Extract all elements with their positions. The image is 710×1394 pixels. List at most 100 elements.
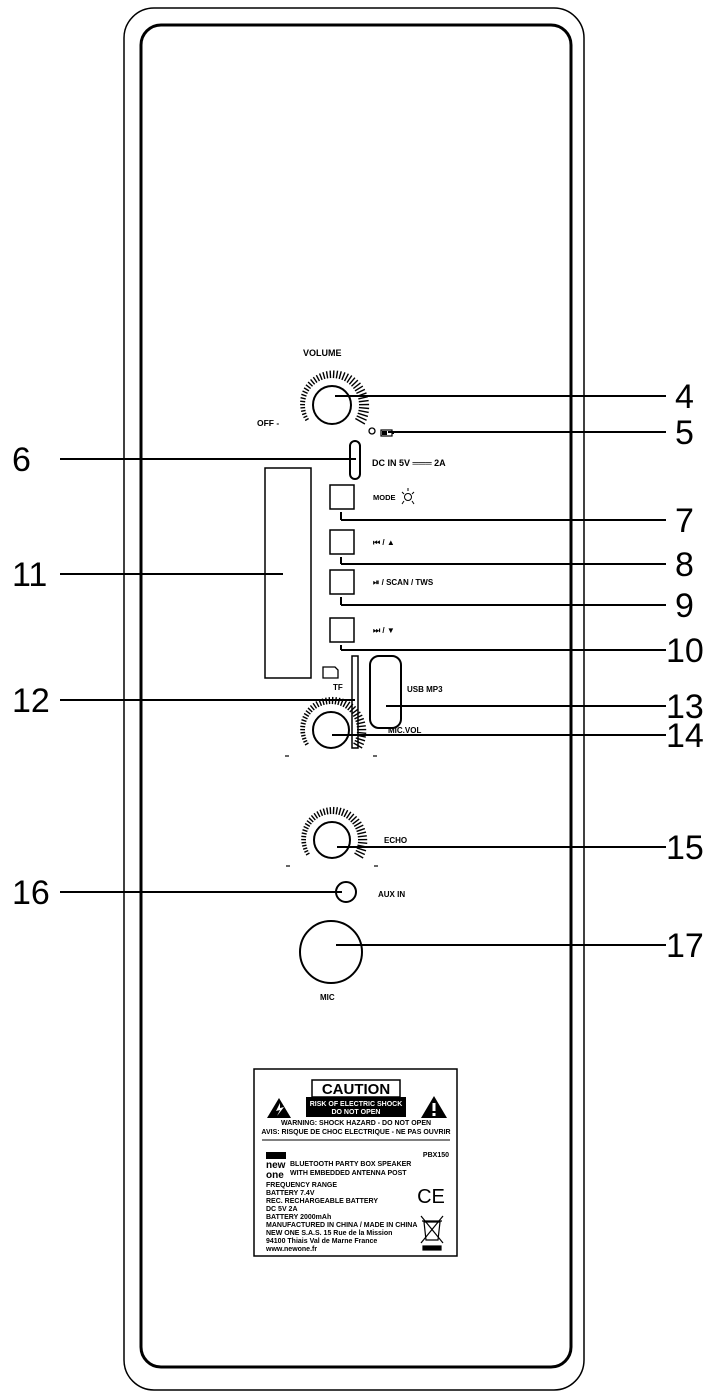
callout-10: 10 <box>666 632 704 670</box>
sd-card-icon <box>322 666 339 679</box>
scale-tick <box>301 835 307 838</box>
ce-mark: CE <box>417 1186 445 1208</box>
scale-tick <box>302 847 308 850</box>
light-icon <box>401 488 415 505</box>
scale-tick <box>353 821 362 827</box>
scale-tick <box>355 737 366 742</box>
scale-tick <box>348 377 356 385</box>
callout-13: 13 <box>666 688 704 726</box>
scale-tick <box>355 824 364 830</box>
scale-tick <box>309 705 315 711</box>
spec-9: www.newone.fr <box>265 1246 317 1253</box>
scale-tick <box>301 393 307 397</box>
scale-tick <box>301 412 307 416</box>
scale-tick <box>304 822 311 827</box>
scale-tick <box>337 697 341 706</box>
scale-tick <box>304 742 309 746</box>
scale-tick <box>301 737 307 740</box>
scale-tick <box>347 703 354 711</box>
callout-11: 11 <box>12 556 47 594</box>
dc-in-label: DC IN 5V ═══ 2A <box>372 458 446 468</box>
play-pause-button[interactable] <box>329 569 355 595</box>
model-number: PBX150 <box>423 1152 449 1159</box>
scale-tick <box>345 811 352 819</box>
scale-tick <box>300 397 306 400</box>
scale-tick <box>357 835 367 838</box>
scale-tick <box>303 415 308 419</box>
volume-knob[interactable] <box>312 385 352 425</box>
mode-button[interactable] <box>329 484 355 510</box>
scale-tick <box>326 807 329 815</box>
caution-sub1: RISK OF ELECTRIC SHOCK <box>310 1101 403 1108</box>
scale-tick <box>316 811 321 818</box>
caution-title: CAUTION <box>322 1081 390 1098</box>
scale-tick <box>356 725 366 728</box>
usb-port[interactable] <box>369 655 402 729</box>
echo-knob[interactable] <box>313 821 351 859</box>
spec-2: BATTERY 7.4V <box>266 1190 315 1197</box>
scale-tick <box>304 849 309 853</box>
spec-5: BATTERY 2000mAh <box>266 1214 331 1221</box>
callout-8: 8 <box>675 546 694 584</box>
scale-tick <box>322 808 326 816</box>
scale-tick <box>357 841 368 845</box>
spec-6: MANUFACTURED IN CHINA / MADE IN CHINA <box>266 1222 417 1229</box>
scale-tick <box>355 417 366 425</box>
tf-card-slot[interactable] <box>351 655 359 749</box>
spec-1: FREQUENCY RANGE <box>266 1182 337 1189</box>
scale-tick <box>354 385 364 392</box>
scale-tick <box>303 825 309 830</box>
scale-tick <box>303 712 310 717</box>
scale-tick <box>315 374 321 382</box>
scale-tick <box>325 371 329 379</box>
scale-tick <box>301 719 307 723</box>
next-label: ⏭ / ▼ <box>373 626 395 635</box>
scale-tick <box>344 701 351 709</box>
scale-tick <box>312 702 318 709</box>
scale-tick <box>308 817 314 823</box>
scale-tick <box>318 373 323 381</box>
mic-volume-knob[interactable] <box>312 711 350 749</box>
off-label: OFF - <box>257 418 279 428</box>
scale-tick <box>305 384 312 390</box>
product-line-2: WITH EMBEDDED ANTENNA POST <box>290 1170 407 1177</box>
power-indicator-led <box>368 427 376 435</box>
spec-4: DC 5V 2A <box>266 1206 298 1213</box>
scale-tick <box>352 818 360 825</box>
next-button[interactable] <box>329 617 355 643</box>
volume-scale <box>300 370 370 425</box>
callout-12: 12 <box>12 682 50 720</box>
scale-tick <box>354 714 363 720</box>
scale-tick <box>302 715 308 720</box>
scale-tick <box>322 371 326 380</box>
scale-tick <box>310 815 316 821</box>
scale-tick <box>307 707 313 713</box>
scale-tick <box>356 415 367 421</box>
scale-tick <box>305 852 310 856</box>
scale-tick <box>335 370 339 379</box>
brand-logo-bar <box>266 1152 286 1159</box>
scale-tick <box>355 717 365 723</box>
aux-in-label: AUX IN <box>378 890 405 899</box>
usb-label: USB MP3 <box>407 685 443 694</box>
scale-tick <box>357 412 369 418</box>
scale-tick <box>300 725 306 728</box>
spec-7: NEW ONE S.A.S. 15 Rue de la Mission <box>266 1230 392 1237</box>
caution-warning-en: WARNING: SHOCK HAZARD - DO NOT OPEN <box>281 1120 431 1127</box>
scale-tick <box>343 373 350 382</box>
scale-tick <box>348 813 355 821</box>
caution-label: CAUTION RISK OF ELECTRIC SHOCK DO NOT OP… <box>253 1068 458 1257</box>
previous-button[interactable] <box>329 529 355 555</box>
mic-jack[interactable] <box>299 920 363 984</box>
scale-tick <box>300 400 306 403</box>
scale-tick <box>310 379 316 385</box>
mic-volume-label: MIC.VOL <box>388 726 421 735</box>
scale-tick <box>305 710 311 715</box>
mic-label: MIC <box>320 993 335 1002</box>
callout-lines <box>60 395 666 946</box>
callout-5: 5 <box>675 414 694 452</box>
scale-tick <box>349 705 357 713</box>
scale-tick <box>306 820 312 825</box>
echo-scale <box>286 806 378 867</box>
exclamation-warning-icon <box>421 1096 447 1118</box>
